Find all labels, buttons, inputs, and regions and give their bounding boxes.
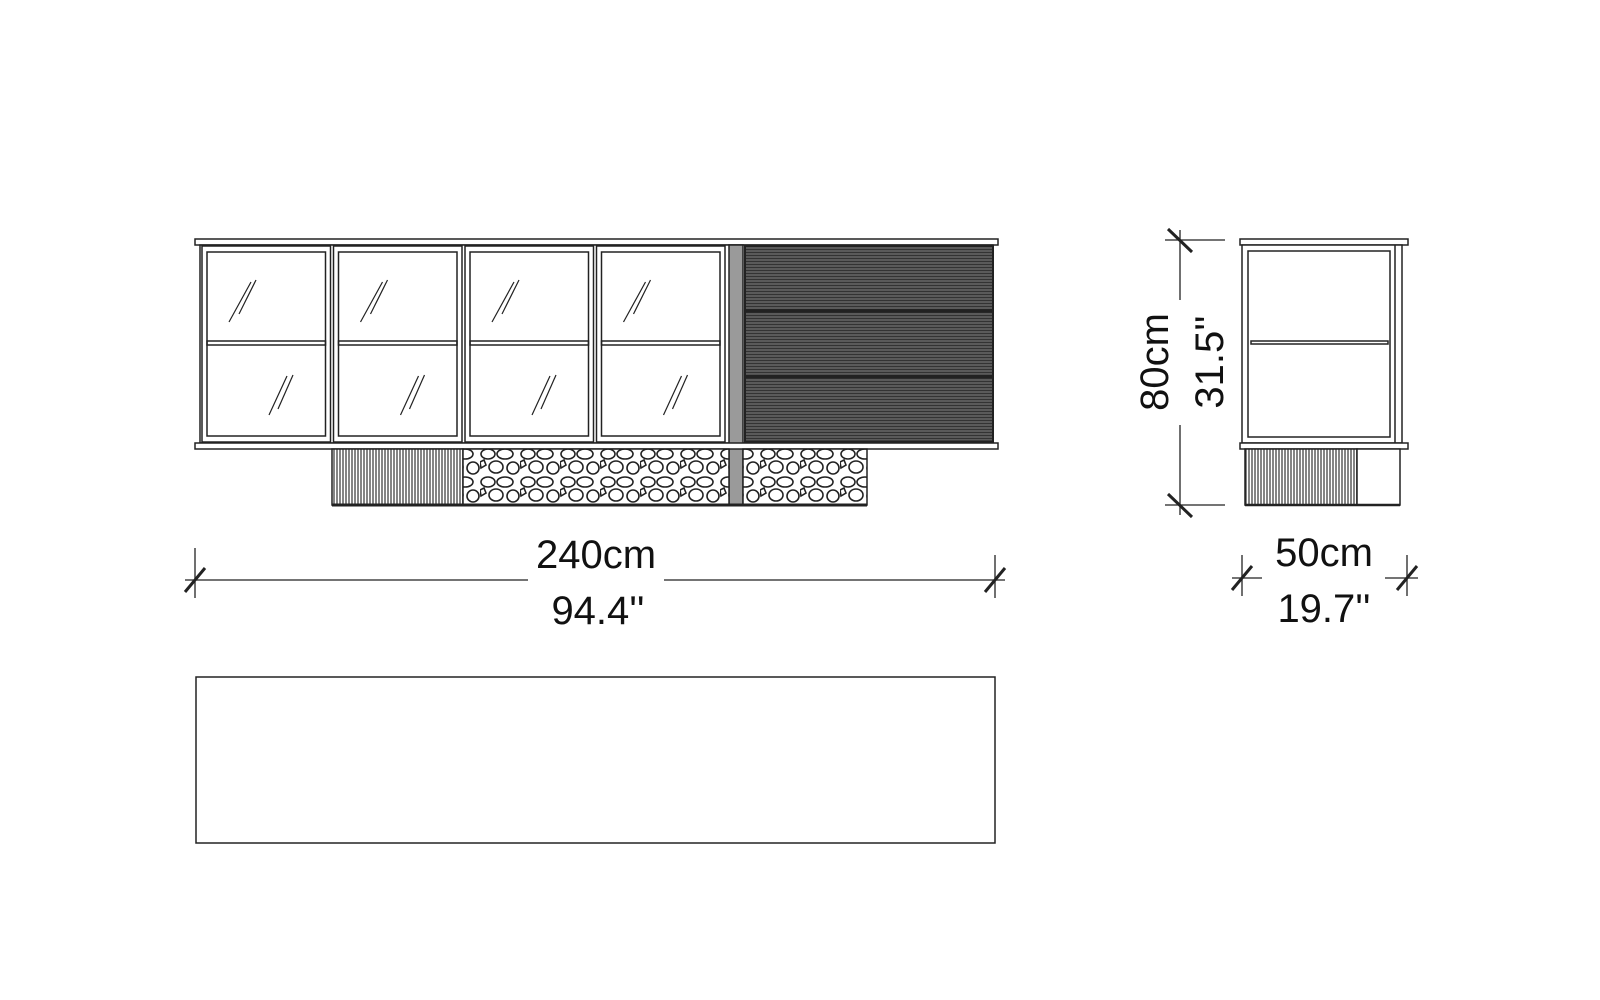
center-post — [728, 244, 744, 506]
side-base-plain — [1356, 448, 1401, 506]
side-elevation — [1239, 238, 1409, 507]
width-dimension — [183, 548, 1007, 598]
glass-reflection-icon — [359, 279, 426, 416]
base-fluted-panel — [331, 448, 464, 506]
glass-door — [332, 245, 463, 443]
side-base-fluted — [1244, 448, 1358, 506]
width-label-in: 94.4'' — [551, 589, 644, 633]
front-elevation — [194, 238, 999, 507]
fluted-drawer — [744, 376, 994, 443]
height-label-cm: 80cm — [1133, 313, 1177, 411]
base-stone-panel-left — [462, 448, 730, 506]
glass-reflection-icon — [491, 279, 557, 416]
fluted-drawer — [744, 310, 994, 377]
depth-label-in: 19.7'' — [1277, 587, 1370, 631]
bottom-plate — [194, 442, 999, 450]
fluted-drawer — [744, 245, 994, 312]
glass-shelf — [469, 340, 590, 346]
depth-label-cm: 50cm — [1275, 531, 1373, 575]
depth-dimension — [1230, 555, 1419, 596]
glass-reflection-icon — [228, 279, 294, 416]
glass-reflection-icon — [622, 279, 689, 416]
side-bottom-plate — [1239, 442, 1409, 450]
glass-shelf — [206, 340, 327, 346]
side-inner-frame — [1247, 250, 1391, 438]
height-label-in: 31.5'' — [1188, 315, 1232, 408]
base-stone-panel-right — [742, 448, 868, 506]
width-label-cm: 240cm — [536, 533, 656, 577]
top-plate — [194, 238, 999, 246]
side-shelf — [1250, 340, 1389, 345]
glass-shelf — [337, 340, 458, 346]
glass-door — [464, 245, 595, 443]
side-top-plate — [1239, 238, 1409, 246]
glass-door — [595, 245, 726, 443]
height-dimension — [1165, 227, 1225, 519]
plan-view-outline — [195, 676, 996, 844]
glass-shelf — [600, 340, 721, 346]
glass-door — [201, 245, 332, 443]
